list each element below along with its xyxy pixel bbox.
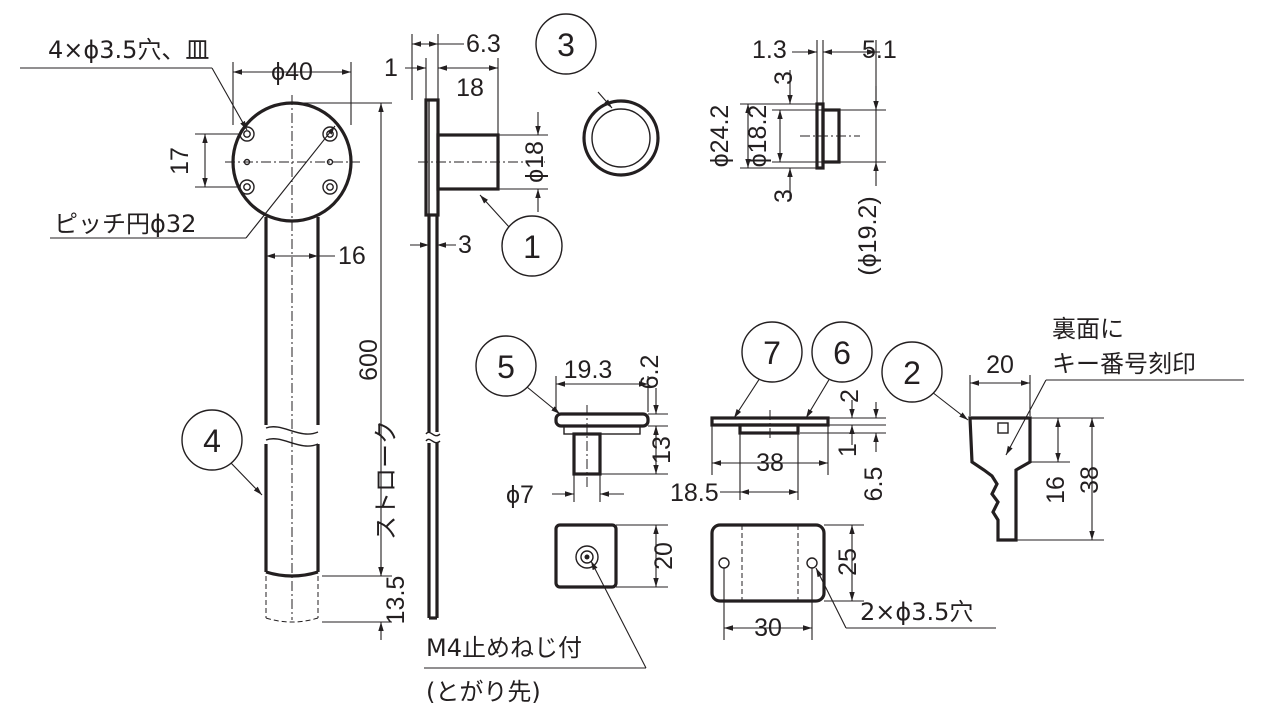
dim-3-bottom: 3 bbox=[770, 189, 798, 203]
dim-6-3: 6.3 bbox=[466, 30, 501, 58]
dim-38: 38 bbox=[756, 449, 784, 477]
dim-1: 1 bbox=[384, 54, 398, 82]
dim-600: 600 bbox=[355, 339, 383, 381]
counter-sunk-holes bbox=[239, 126, 338, 195]
dim-38-key: 38 bbox=[1076, 466, 1104, 494]
dim-19-3: 19.3 bbox=[564, 356, 613, 384]
dim-17: 17 bbox=[166, 147, 194, 175]
dim-phi19-2: (ϕ19.2) bbox=[854, 196, 882, 275]
pitch-note: ピッチ円ϕ32 bbox=[54, 210, 196, 238]
set-screw-note: M4止めねじ付 bbox=[426, 634, 582, 662]
part-3-ring: 3 bbox=[535, 13, 660, 177]
parts-6-7-plate: 38 18.5 2 1 6.5 7 6 25 bbox=[670, 321, 996, 642]
callout-5: 5 bbox=[497, 349, 515, 385]
callout-2: 2 bbox=[903, 355, 921, 391]
dim-phi7: ϕ7 bbox=[506, 481, 534, 509]
dim-25: 25 bbox=[834, 548, 862, 576]
dim-phi18-2: ϕ18.2 bbox=[744, 105, 772, 168]
dim-5-1: 5.1 bbox=[862, 36, 897, 64]
dim-13: 13 bbox=[648, 436, 676, 464]
callout-3: 3 bbox=[557, 27, 575, 63]
dim-1-b: 1 bbox=[834, 443, 862, 457]
holes-note: 4×ϕ3.5穴、皿 bbox=[48, 36, 209, 64]
dim-6-5: 6.5 bbox=[860, 467, 888, 502]
dim-phi18: ϕ18 bbox=[521, 141, 549, 183]
key-note-1: 裏面に bbox=[1052, 315, 1124, 343]
key-note-2: キー番号刻印 bbox=[1052, 350, 1196, 378]
holes2-note: 2×ϕ3.5穴 bbox=[860, 598, 973, 626]
ring-section-view: 1.3 5.1 ϕ24.2 ϕ18.2 3 3 (ϕ19.2) bbox=[706, 36, 897, 276]
dim-2: 2 bbox=[836, 389, 864, 403]
dim-16-key: 16 bbox=[1042, 476, 1070, 504]
dim-3-top: 3 bbox=[770, 71, 798, 85]
dim-20-key: 20 bbox=[986, 351, 1014, 379]
part-4-front-view: ϕ40 17 16 600 ストローク 13.5 4×ϕ3.5穴、皿 ピッチ円ϕ… bbox=[20, 36, 410, 640]
set-screw-note-2: (とがり先) bbox=[426, 678, 541, 706]
dim-16-rod: 16 bbox=[338, 242, 366, 270]
callout-1: 1 bbox=[523, 229, 541, 265]
dim-18: 18 bbox=[456, 74, 484, 102]
dim-1-3: 1.3 bbox=[752, 36, 787, 64]
callout-6: 6 bbox=[833, 335, 851, 371]
dim-20-block: 20 bbox=[650, 542, 678, 570]
stroke-label: ストローク bbox=[372, 420, 400, 540]
callout-7: 7 bbox=[763, 335, 781, 371]
dim-18-5: 18.5 bbox=[670, 479, 719, 507]
callout-4: 4 bbox=[203, 423, 221, 459]
dim-6-2: 6.2 bbox=[636, 355, 664, 390]
dim-phi24-2: ϕ24.2 bbox=[706, 105, 734, 168]
part-5-knob: 19.3 6.2 13 ϕ7 5 20 M4止めねじ付 (とがり先) bbox=[424, 335, 678, 706]
part-2-key: 20 16 38 裏面に キー番号刻印 2 bbox=[881, 315, 1244, 542]
dim-13-5: 13.5 bbox=[382, 576, 410, 625]
dim-phi40: ϕ40 bbox=[271, 58, 313, 86]
dim-3: 3 bbox=[458, 231, 472, 259]
dim-30: 30 bbox=[754, 614, 782, 642]
part-1-side-view: 6.3 1 18 ϕ18 3 1 bbox=[384, 30, 563, 620]
